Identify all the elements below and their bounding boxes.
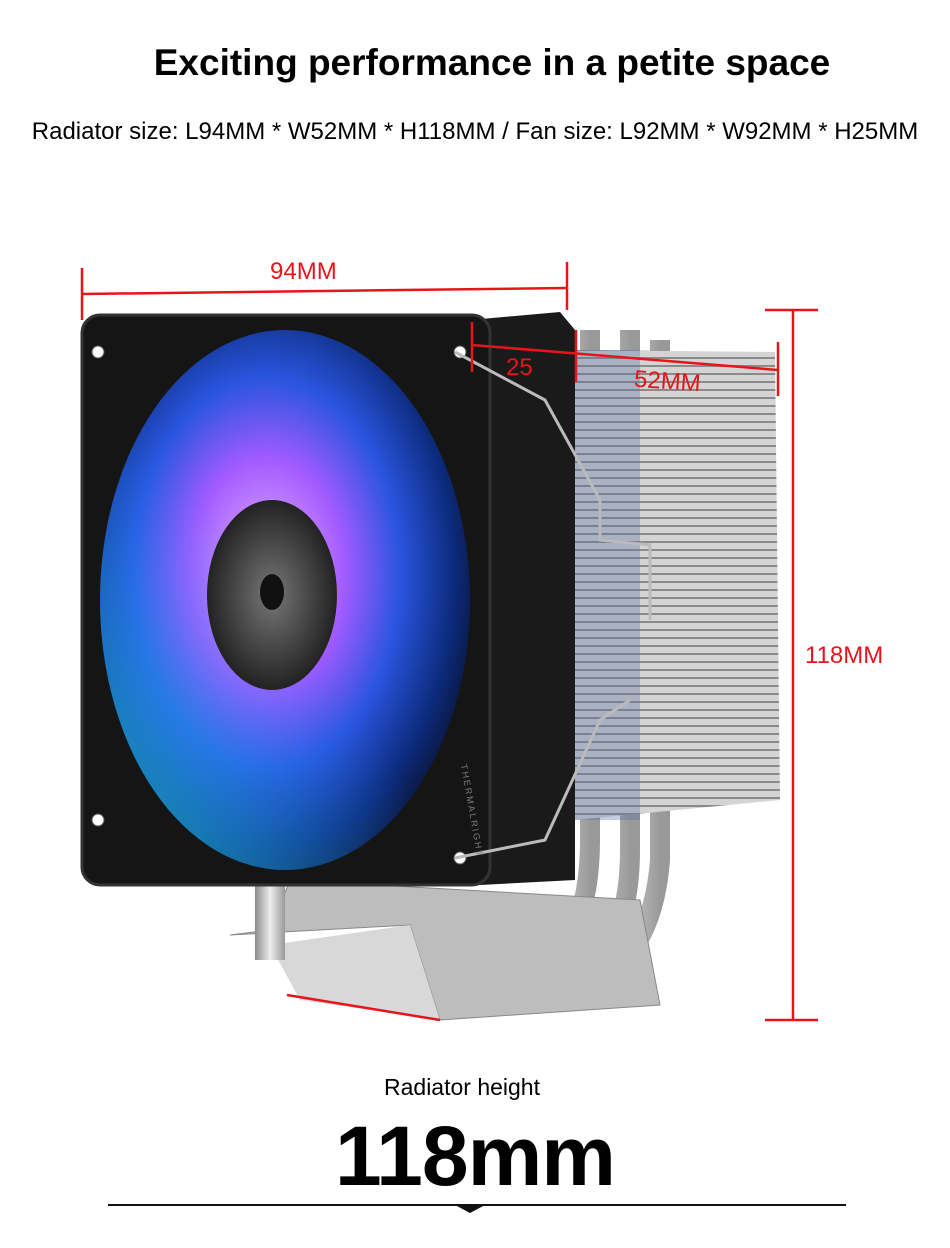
size-spec: Radiator size: L94MM * W52MM * H118MM / …	[31, 118, 919, 145]
height-value: 118mm	[335, 1109, 616, 1203]
height-label: 118MM	[805, 642, 884, 669]
page-title: Exciting performance in a petite space	[153, 42, 831, 83]
fan-thickness-label: 25	[506, 354, 533, 381]
length-label: 94MM	[270, 258, 337, 285]
mounting-clip	[454, 350, 652, 860]
divider-notch	[455, 1205, 485, 1213]
dimension-lines	[80, 262, 818, 1022]
width-label: 52MM	[633, 365, 702, 398]
caption: Radiator height	[384, 1074, 540, 1100]
